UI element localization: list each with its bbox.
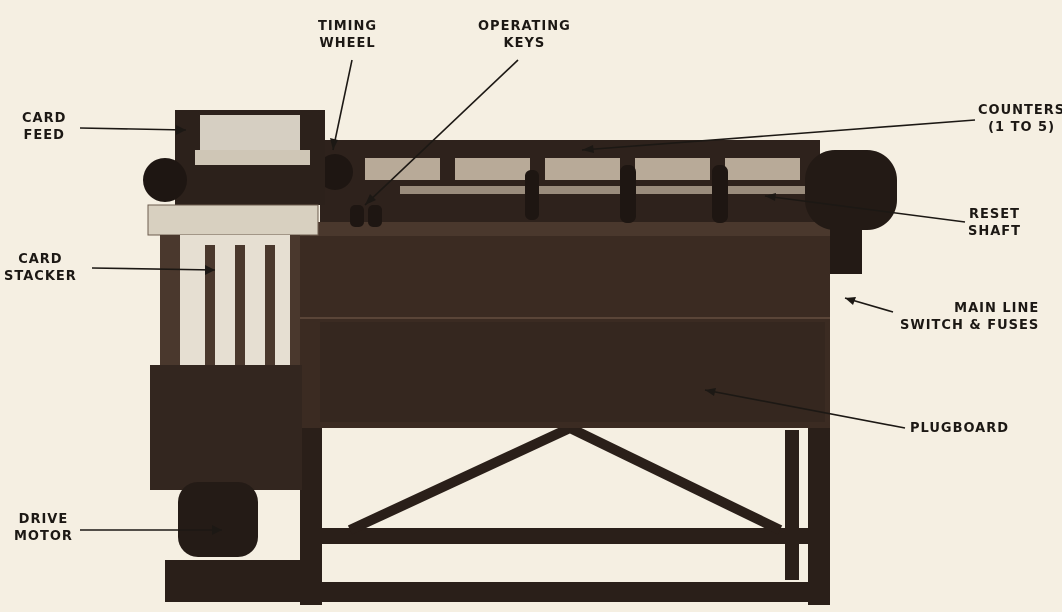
counter-windows [365, 158, 800, 180]
label-line: TIMING [318, 19, 378, 34]
timing-wheel [317, 154, 353, 190]
label-line: STACKER [4, 269, 77, 284]
label-line: FEED [23, 128, 65, 143]
label-line: PLUGBOARD [910, 421, 1010, 436]
label-line: WHEEL [319, 36, 376, 51]
label-line: (1 TO 5) [988, 120, 1056, 135]
label-operating-keys: OPERATING KEYS [478, 18, 571, 52]
label-line: SHAFT [968, 224, 1022, 239]
label-card-feed: CARD FEED [22, 110, 66, 144]
label-line: SWITCH & FUSES [900, 318, 1040, 333]
label-reset-shaft: RESET SHAFT [968, 206, 1021, 240]
cross-brace [347, 423, 783, 535]
operating-keys [350, 205, 382, 227]
label-line: MOTOR [14, 529, 73, 544]
label-counters: COUNTERS (1 TO 5) [978, 102, 1062, 136]
reset-shaft [400, 186, 820, 194]
label-line: KEYS [503, 36, 546, 51]
label-line: RESET [969, 207, 1021, 222]
label-plugboard: PLUGBOARD [910, 420, 1009, 437]
arrowheads [176, 125, 856, 535]
counter-3 [545, 158, 620, 180]
label-line: CARD [22, 111, 67, 126]
counter-2 [455, 158, 530, 180]
label-main-line-switch: MAIN LINE SWITCH & FUSES [900, 300, 1039, 334]
feed-cabinet [150, 365, 302, 490]
label-line: OPERATING [478, 19, 571, 34]
counter-4 [635, 158, 710, 180]
label-line: DRIVE [18, 512, 69, 527]
label-drive-motor: DRIVE MOTOR [14, 511, 73, 545]
plugboard-panel [320, 322, 825, 422]
leader-lines [79, 59, 976, 531]
label-timing-wheel: TIMING WHEEL [318, 18, 377, 52]
label-line: CARD [18, 252, 63, 267]
counter-5 [725, 158, 800, 180]
main-line-switch [805, 150, 897, 230]
drive-motor [178, 482, 258, 557]
card-stacker [160, 235, 300, 365]
label-line: MAIN LINE [954, 301, 1040, 316]
card-tray [147, 204, 319, 236]
label-line: COUNTERS [978, 103, 1062, 118]
machine-frame [300, 425, 830, 605]
label-card-stacker: CARD STACKER [4, 251, 77, 285]
